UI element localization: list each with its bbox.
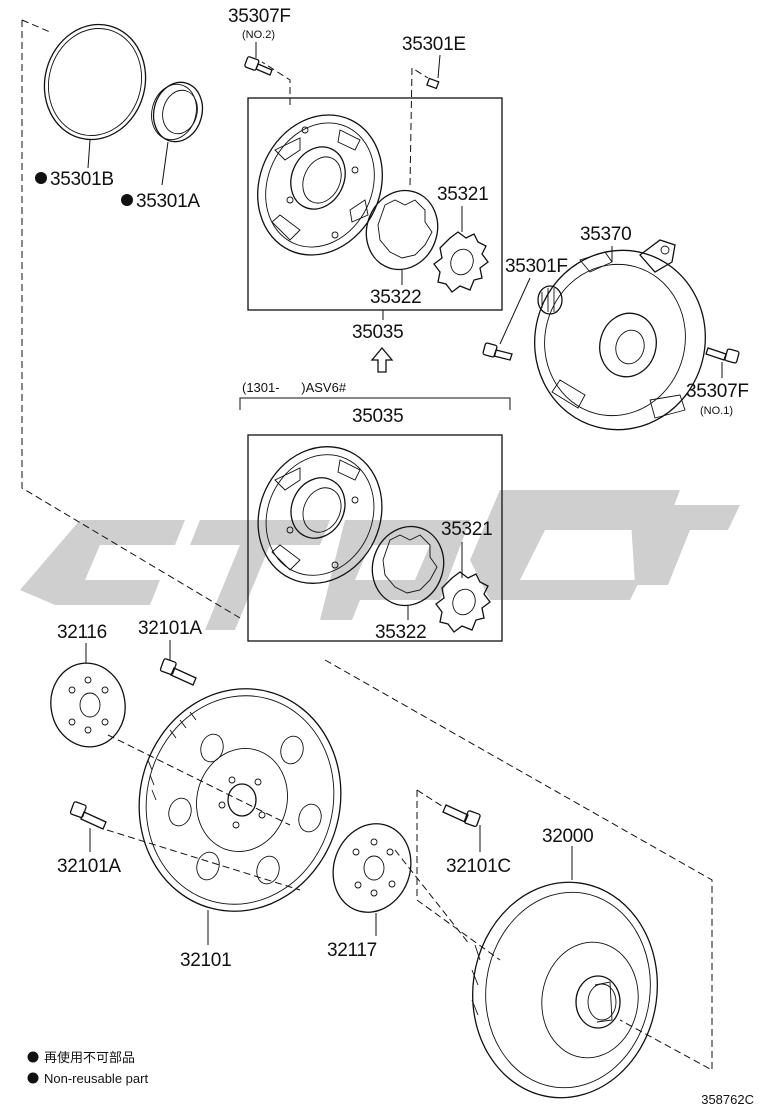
label-32116: 32116 bbox=[57, 622, 107, 643]
legend-dot-2 bbox=[27, 1072, 39, 1084]
label-32000: 32000 bbox=[542, 826, 593, 847]
label-35035-lower: 35035 bbox=[352, 406, 403, 427]
label-35322-upper: 35322 bbox=[370, 287, 421, 308]
label-35307f-no2-sub: (NO.2) bbox=[242, 29, 275, 41]
legend-line-1: 再使用不可部品 bbox=[44, 1050, 135, 1065]
label-35301f: 35301F bbox=[505, 256, 568, 277]
bolt-35301f bbox=[482, 342, 513, 361]
label-32101a-top: 32101A bbox=[138, 618, 202, 639]
o-ring-35301b bbox=[43, 23, 147, 141]
bolt-32101a-top bbox=[159, 658, 197, 686]
outer-gear-35322-lower bbox=[371, 525, 445, 607]
pump-body-plate-lower bbox=[257, 446, 383, 584]
label-35301b: 35301B bbox=[50, 169, 114, 190]
label-35370: 35370 bbox=[580, 224, 631, 245]
label-32117: 32117 bbox=[327, 940, 377, 961]
label-35301e: 35301E bbox=[402, 34, 466, 55]
label-35321-lower: 35321 bbox=[441, 519, 492, 540]
oil-seal-35301a bbox=[151, 81, 204, 143]
legend-dot-1 bbox=[27, 1051, 39, 1063]
pump-body-plate-upper bbox=[257, 114, 383, 256]
drive-plate-32101 bbox=[138, 688, 342, 912]
bolt-35307f-no2 bbox=[244, 56, 273, 76]
label-35307f-no1: 35307F bbox=[686, 381, 749, 402]
legend-line-2: Non-reusable part bbox=[44, 1071, 148, 1086]
torque-converter-32000 bbox=[471, 881, 658, 1099]
pin-35301e bbox=[426, 77, 440, 90]
label-35035-upper: 35035 bbox=[352, 322, 403, 343]
plate-32117 bbox=[332, 823, 412, 913]
bolt-32101a-bottom bbox=[69, 801, 107, 830]
reference-number: 358762C bbox=[701, 1092, 754, 1107]
label-range-note: (1301- )ASV6# bbox=[242, 380, 347, 395]
inner-gear-35321-upper bbox=[433, 231, 489, 293]
label-32101: 32101 bbox=[180, 950, 231, 971]
assembly-dashed-lines bbox=[21, 19, 713, 1071]
pump-kit-box-lower bbox=[247, 434, 503, 642]
legend: 再使用不可部品 Non-reusable part bbox=[27, 1050, 148, 1086]
range-bracket bbox=[239, 397, 511, 410]
label-35307f-no1-sub: (NO.1) bbox=[700, 405, 733, 417]
label-35321-upper: 35321 bbox=[437, 184, 488, 205]
outer-gear-35322-upper bbox=[365, 189, 439, 271]
non-reusable-dot-35301a bbox=[121, 194, 133, 206]
up-arrow bbox=[370, 346, 394, 373]
non-reusable-dot-35301b bbox=[35, 172, 47, 184]
label-35322-lower: 35322 bbox=[375, 622, 426, 643]
inner-gear-35321-lower bbox=[435, 571, 491, 633]
pump-kit-box-upper bbox=[247, 97, 503, 311]
label-32101c: 32101C bbox=[446, 856, 511, 877]
label-32101a-bottom: 32101A bbox=[57, 856, 121, 877]
bolt-35307f-no1 bbox=[705, 347, 740, 364]
spacer-plate-32116 bbox=[50, 662, 126, 748]
bolt-32101c bbox=[442, 804, 481, 828]
label-35301a: 35301A bbox=[136, 191, 200, 212]
leader-lines bbox=[85, 42, 723, 945]
label-35307f-no2: 35307F bbox=[228, 6, 291, 27]
watermark-logo bbox=[20, 490, 740, 630]
